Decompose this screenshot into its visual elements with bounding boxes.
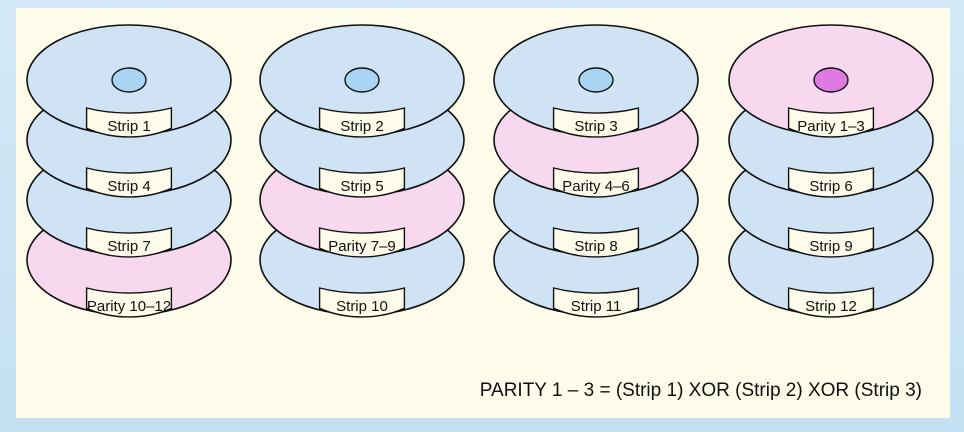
diagram-panel: Parity 10–12 Strip 7 Strip 4 Strip 1 Strip 1…	[16, 8, 950, 418]
strip-label: Strip 9	[809, 238, 852, 255]
spindle-hub	[111, 67, 147, 93]
strip-band	[85, 287, 173, 318]
strip-band	[552, 167, 640, 198]
strip-band	[318, 107, 406, 138]
disk-1: Parity 10–12 Strip 7 Strip 4 Strip 1	[26, 24, 232, 318]
platter-strip: Strip 3	[493, 24, 699, 138]
strip-band	[318, 287, 406, 318]
parity-formula: PARITY 1 – 3 = (Strip 1) XOR (Strip 2) X…	[479, 380, 922, 401]
strip-label: Parity 4–6	[562, 178, 630, 195]
raid-diagram: Parity 10–12 Strip 7 Strip 4 Strip 1 Strip 1…	[26, 24, 934, 318]
strip-label: Strip 11	[571, 298, 622, 315]
spindle-hub	[813, 67, 849, 93]
strip-label: Strip 4	[107, 178, 150, 195]
strip-label: Strip 8	[574, 238, 617, 255]
strip-band	[787, 167, 875, 198]
strip-label: Strip 6	[809, 178, 852, 195]
strip-label: Strip 2	[340, 118, 383, 135]
strip-band	[552, 107, 640, 138]
strip-band	[787, 287, 875, 318]
spindle-hub	[344, 67, 380, 93]
disk-2: Strip 10 Parity 7–9 Strip 5 Strip 2	[259, 24, 465, 318]
platter-parity: Parity 1–3	[728, 24, 934, 138]
strip-label: Strip 10	[336, 298, 388, 315]
strip-label: Parity 1–3	[797, 118, 865, 135]
strip-label: Strip 1	[107, 118, 150, 135]
strip-label: Parity 10–12	[87, 298, 171, 315]
strip-band	[85, 167, 173, 198]
strip-label: Parity 7–9	[328, 238, 396, 255]
strip-band	[552, 287, 640, 318]
spindle-hub	[578, 67, 614, 93]
strip-band	[318, 167, 406, 198]
strip-band	[85, 227, 173, 258]
strip-band	[787, 227, 875, 258]
strip-label: Strip 5	[340, 178, 383, 195]
disk-3: Strip 11 Strip 8 Parity 4–6 Strip 3	[493, 24, 699, 318]
platter-strip: Strip 1	[26, 24, 232, 138]
strip-label: Strip 3	[574, 118, 617, 135]
strip-band	[552, 227, 640, 258]
strip-band	[85, 107, 173, 138]
strip-band	[787, 107, 875, 138]
platter-strip: Strip 2	[259, 24, 465, 138]
disk-4: Strip 12 Strip 9 Strip 6 Parity 1–3	[728, 24, 934, 318]
strip-label: Strip 12	[805, 298, 857, 315]
strip-band	[318, 227, 406, 258]
strip-label: Strip 7	[107, 238, 150, 255]
